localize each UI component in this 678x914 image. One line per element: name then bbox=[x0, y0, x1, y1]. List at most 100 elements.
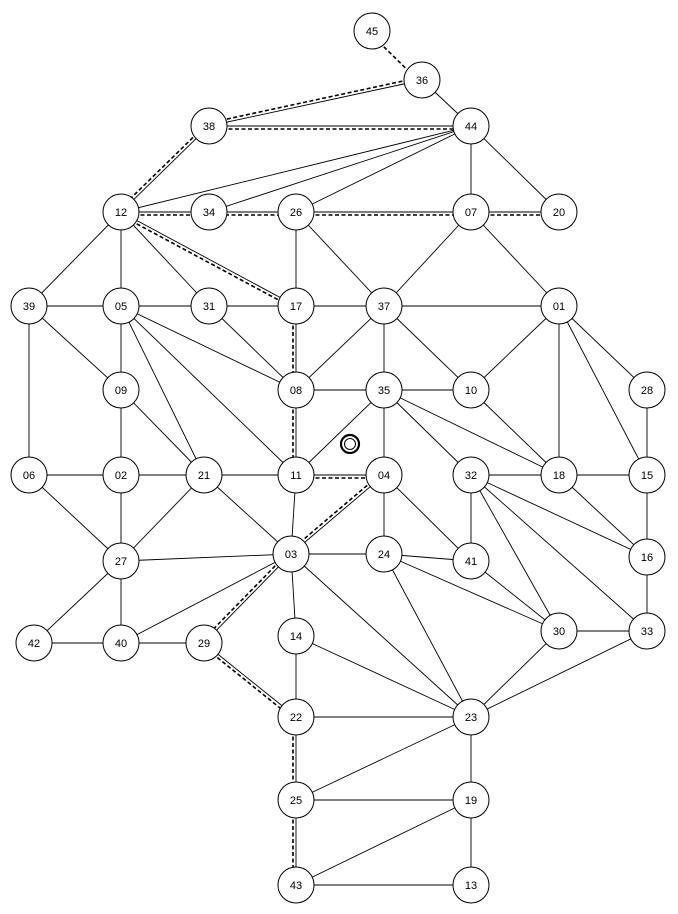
route-segment-29-22 bbox=[201, 644, 295, 720]
node-label: 23 bbox=[465, 712, 477, 724]
edge-07-37 bbox=[383, 211, 472, 307]
node-11[interactable]: 11 bbox=[277, 456, 315, 494]
edge-05-21 bbox=[120, 305, 205, 476]
node-label: 45 bbox=[366, 26, 378, 38]
edge-06-27 bbox=[28, 474, 122, 562]
edge-21-27 bbox=[120, 474, 205, 562]
node-31[interactable]: 31 bbox=[190, 287, 228, 325]
node-30[interactable]: 30 bbox=[540, 612, 578, 650]
edge-23-25 bbox=[295, 716, 472, 801]
edge-27-03 bbox=[120, 553, 292, 562]
edge-24-23 bbox=[383, 553, 472, 718]
edge-03-29 bbox=[203, 553, 292, 644]
node-22[interactable]: 22 bbox=[277, 698, 315, 736]
node-label: 37 bbox=[378, 301, 390, 313]
node-19[interactable]: 19 bbox=[452, 781, 490, 819]
edge-01-10 bbox=[470, 305, 560, 391]
node-label: 42 bbox=[28, 638, 40, 650]
node-39[interactable]: 39 bbox=[10, 287, 48, 325]
edge-12-38 bbox=[120, 125, 210, 213]
route-segment-36-38 bbox=[208, 76, 422, 124]
edge-32-30 bbox=[470, 474, 560, 632]
node-40[interactable]: 40 bbox=[102, 624, 140, 662]
node-36[interactable]: 36 bbox=[403, 61, 441, 99]
edge-34-44 bbox=[208, 125, 472, 213]
node-label: 14 bbox=[290, 631, 302, 643]
node-label: 01 bbox=[553, 301, 565, 313]
node-37[interactable]: 37 bbox=[365, 287, 403, 325]
node-07[interactable]: 07 bbox=[452, 193, 490, 231]
node-25[interactable]: 25 bbox=[277, 781, 315, 819]
edge-38-36 bbox=[208, 79, 423, 127]
node-34[interactable]: 34 bbox=[190, 193, 228, 231]
edge-07-01 bbox=[470, 211, 560, 307]
node-28[interactable]: 28 bbox=[628, 371, 666, 409]
node-03[interactable]: 03 bbox=[272, 535, 310, 573]
node-label: 11 bbox=[290, 470, 301, 482]
node-44[interactable]: 44 bbox=[452, 107, 490, 145]
node-label: 39 bbox=[23, 301, 35, 313]
node-43[interactable]: 43 bbox=[277, 866, 315, 904]
node-32[interactable]: 32 bbox=[452, 456, 490, 494]
node-27[interactable]: 27 bbox=[102, 542, 140, 580]
node-layer: 45 36 38 44 12 34 26 07 20 39 05 31 17 37 01 09 08 35 10 28… bbox=[10, 12, 666, 904]
edge-44-20 bbox=[470, 125, 560, 213]
route-segment-38-12 bbox=[118, 123, 208, 211]
node-20[interactable]: 20 bbox=[540, 193, 578, 231]
edge-35-32 bbox=[383, 389, 472, 476]
edge-35-11 bbox=[295, 389, 385, 476]
node-14[interactable]: 14 bbox=[277, 617, 315, 655]
node-24[interactable]: 24 bbox=[365, 535, 403, 573]
node-35[interactable]: 35 bbox=[365, 371, 403, 409]
node-04[interactable]: 04 bbox=[365, 456, 403, 494]
node-38[interactable]: 38 bbox=[190, 107, 228, 145]
edge-39-09 bbox=[28, 305, 122, 391]
edge-29-22 bbox=[203, 642, 297, 718]
node-label: 40 bbox=[115, 638, 127, 650]
node-33[interactable]: 33 bbox=[628, 612, 666, 650]
node-02[interactable]: 02 bbox=[102, 456, 140, 494]
node-label: 03 bbox=[285, 549, 297, 561]
edge-18-16 bbox=[558, 474, 648, 558]
edge-12-44 bbox=[120, 125, 472, 213]
node-29[interactable]: 29 bbox=[185, 624, 223, 662]
edge-04-41 bbox=[383, 474, 472, 562]
edge-32-33 bbox=[470, 474, 648, 632]
route-layer bbox=[118, 32, 559, 885]
node-42[interactable]: 42 bbox=[15, 624, 53, 662]
node-09[interactable]: 09 bbox=[102, 371, 140, 409]
route-segment-12-17 bbox=[119, 213, 295, 310]
node-label: 15 bbox=[641, 470, 653, 482]
edge-05-11 bbox=[120, 305, 297, 476]
route-segment-03-29 bbox=[201, 551, 290, 642]
node-05[interactable]: 05 bbox=[102, 287, 140, 325]
node-label: 43 bbox=[290, 880, 302, 892]
node-08[interactable]: 08 bbox=[277, 371, 315, 409]
edge-03-23 bbox=[290, 553, 472, 718]
node-label: 16 bbox=[641, 552, 653, 564]
node-17[interactable]: 17 bbox=[277, 287, 315, 325]
node-41[interactable]: 41 bbox=[452, 542, 490, 580]
node-label: 12 bbox=[115, 207, 127, 219]
edge-35-18 bbox=[383, 389, 560, 476]
node-10[interactable]: 10 bbox=[452, 371, 490, 409]
node-21[interactable]: 21 bbox=[185, 456, 223, 494]
node-18[interactable]: 18 bbox=[540, 456, 578, 494]
node-06[interactable]: 06 bbox=[10, 456, 48, 494]
node-15[interactable]: 15 bbox=[628, 456, 666, 494]
node-label: 13 bbox=[465, 880, 477, 892]
edge-14-23 bbox=[295, 635, 472, 718]
node-label: 02 bbox=[115, 470, 127, 482]
node-label: 05 bbox=[115, 301, 127, 313]
node-23[interactable]: 23 bbox=[452, 698, 490, 736]
node-16[interactable]: 16 bbox=[628, 538, 666, 576]
node-01[interactable]: 01 bbox=[540, 287, 578, 325]
node-label: 29 bbox=[198, 638, 210, 650]
edge-12-39 bbox=[28, 211, 122, 307]
node-26[interactable]: 26 bbox=[277, 193, 315, 231]
node-label: 26 bbox=[290, 207, 302, 219]
node-12[interactable]: 12 bbox=[102, 193, 140, 231]
node-13[interactable]: 13 bbox=[452, 866, 490, 904]
node-45[interactable]: 45 bbox=[353, 12, 391, 50]
